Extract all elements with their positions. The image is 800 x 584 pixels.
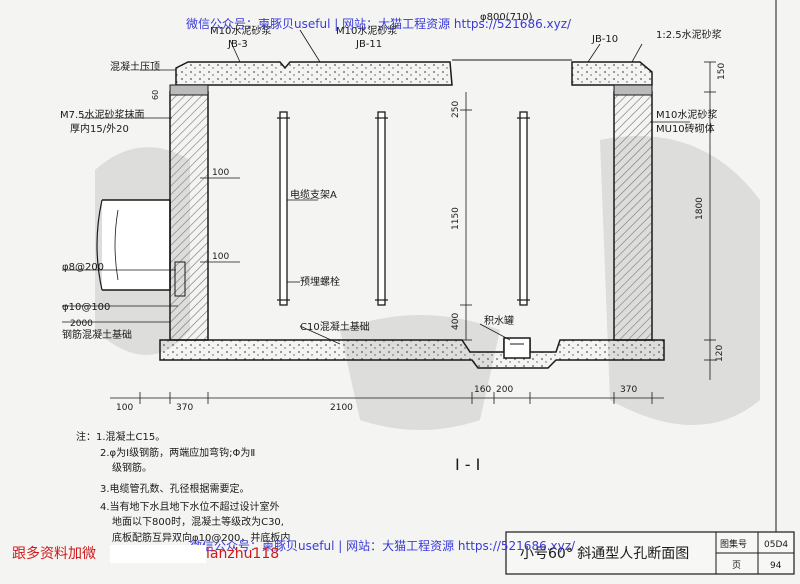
label-mortar-right-top: 1:2.5水泥砂浆: [656, 28, 722, 41]
left-wall: [169, 91, 209, 341]
note-line-7: 底板配筋互异双向φ10@200，并底板内: [112, 531, 290, 544]
dim-bottom-200: 200: [496, 385, 513, 395]
dim-2000: 2000: [70, 319, 93, 329]
label-c10-base: C10混凝土基础: [300, 320, 370, 333]
dim-250: 250: [451, 101, 461, 118]
note-line-6: 地面以下800时，混凝土等级改为C30,: [112, 515, 284, 528]
atlas-label: 图集号: [720, 538, 747, 550]
label-diameter-top: φ800(710): [480, 12, 533, 23]
note-line-3: 级钢筋。: [112, 461, 152, 474]
notes-block: 注：1.混凝土C15。 2.φ为Ⅰ级钢筋，两端应加弯钩;Φ为Ⅱ 级钢筋。 3.电…: [76, 430, 290, 560]
contact-note: 跟多资料加微 lanzhu118: [12, 545, 279, 563]
contact-note-id: lanzhu118: [206, 546, 279, 562]
page-value: 94: [770, 561, 782, 571]
dim-bottom-2100: 2100: [330, 403, 353, 413]
top-cover-slabs: [175, 59, 653, 86]
dimension-lines-right: [62, 61, 716, 404]
dim-1150: 1150: [451, 207, 461, 230]
dim-150: 150: [717, 63, 727, 80]
label-rebar-base: 钢筋混凝土基础: [62, 328, 132, 341]
dim-bottom-370-left: 370: [176, 403, 193, 413]
dim-bottom-370-right: 370: [620, 385, 637, 395]
label-mortar-top-mid: M10水泥砂浆: [336, 24, 397, 37]
title-block: 小号60° 斜通型人孔断面图 图集号 05D4 页 94: [505, 531, 795, 575]
label-embedded-bolt: 预埋螺栓: [300, 275, 340, 288]
dim-bottom-100: 100: [116, 403, 133, 413]
dim-100-a: 100: [212, 168, 229, 178]
label-jb11: JB-11: [355, 39, 382, 50]
section-mark: I - I: [455, 455, 480, 474]
dim-side-60: 60: [151, 90, 160, 100]
note-line-1: 注：1.混凝土C15。: [76, 430, 165, 443]
label-cable-bracket: 电缆支架A: [290, 188, 337, 201]
label-mortar-right-2: MU10砖砌体: [656, 122, 715, 135]
base-slab: [159, 337, 665, 369]
cable-pipe: [96, 199, 186, 297]
dim-100-b: 100: [212, 252, 229, 262]
watermark-top: 微信公众号：柬豚贝useful | 网站：大猫工程资源 https://5216…: [186, 16, 572, 31]
contact-note-prefix: 跟多资料加微: [12, 545, 96, 562]
label-pressure-top: 混凝土压顶: [110, 60, 160, 73]
note-line-2: 2.φ为Ⅰ级钢筋，两端应加弯钩;Φ为Ⅱ: [100, 446, 255, 459]
dim-1800: 1800: [695, 197, 705, 220]
atlas-value: 05D4: [764, 540, 788, 550]
right-wall: [613, 91, 653, 341]
label-jb3: JB-3: [227, 39, 248, 50]
leader-lines: [62, 29, 690, 345]
label-wall-plaster-2: 厚内15/外20: [70, 122, 129, 135]
right-wall-cap: [613, 84, 653, 96]
label-wall-plaster-1: M7.5水泥砂浆抹面: [60, 108, 145, 121]
drawing-title: 小号60° 斜通型人孔断面图: [520, 546, 689, 562]
contact-redaction-box: [110, 545, 206, 563]
watermark-bottom: 微信公众号：柬豚贝useful | 网站：大猫工程资源 https://5216…: [190, 538, 576, 553]
label-rebar-100: φ10@100: [62, 302, 110, 313]
label-rebar-200: φ8@200: [62, 262, 104, 273]
label-jb10: JB-10: [591, 34, 618, 45]
cable-brackets: [277, 111, 530, 306]
label-mortar-right-1: M10水泥砂浆: [656, 108, 717, 121]
note-line-4: 3.电缆管孔数、孔径根据需要定。: [100, 482, 250, 495]
dim-120: 120: [715, 345, 725, 362]
dim-400: 400: [451, 313, 461, 330]
label-sump: 积水罐: [484, 314, 514, 327]
dim-bottom-160: 160: [474, 385, 491, 395]
left-wall-cap: [169, 84, 209, 96]
note-line-5: 4.当有地下水且地下水位不超过设计室外: [100, 500, 280, 513]
label-mortar-top-left: M10水泥砂浆: [210, 24, 271, 37]
page-label: 页: [732, 560, 741, 571]
